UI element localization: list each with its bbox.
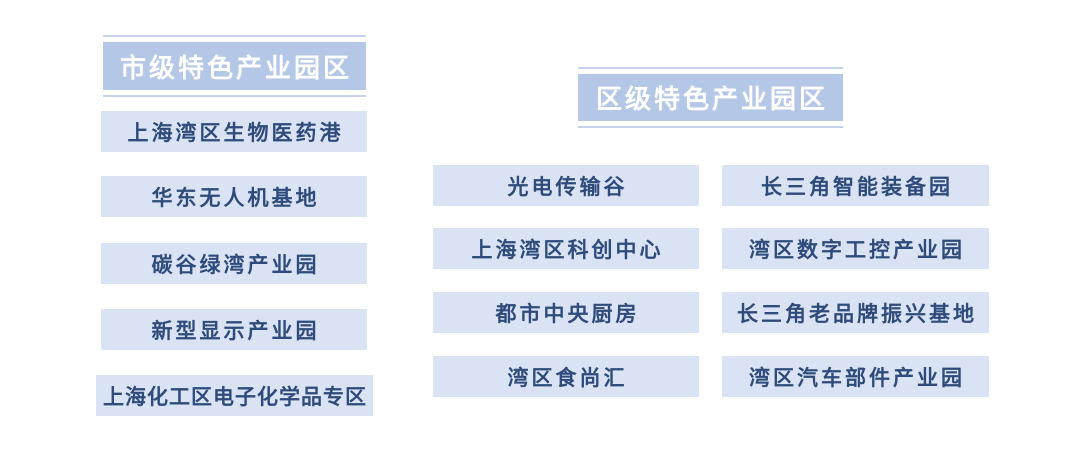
city-parks-header: 市级特色产业园区 xyxy=(103,35,366,97)
city-park-item: 新型显示产业园 xyxy=(101,309,367,350)
city-park-item: 上海湾区生物医药港 xyxy=(101,111,367,152)
city-park-item: 华东无人机基地 xyxy=(101,176,367,217)
district-park-item: 都市中央厨房 xyxy=(433,292,699,333)
city-park-item: 上海化工区电子化学品专区 xyxy=(96,375,373,416)
district-park-item: 湾区食尚汇 xyxy=(433,356,699,397)
district-park-item: 湾区汽车部件产业园 xyxy=(722,356,989,397)
city-park-item: 碳谷绿湾产业园 xyxy=(101,243,367,284)
district-park-item: 上海湾区科创中心 xyxy=(433,228,699,269)
district-park-item: 长三角智能装备园 xyxy=(722,165,989,206)
district-park-item: 长三角老品牌振兴基地 xyxy=(722,292,989,333)
district-park-item: 湾区数字工控产业园 xyxy=(722,228,989,269)
city-parks-title: 市级特色产业园区 xyxy=(103,42,366,90)
district-parks-title: 区级特色产业园区 xyxy=(578,74,843,121)
district-parks-header: 区级特色产业园区 xyxy=(578,67,843,128)
district-park-item: 光电传输谷 xyxy=(433,165,699,206)
